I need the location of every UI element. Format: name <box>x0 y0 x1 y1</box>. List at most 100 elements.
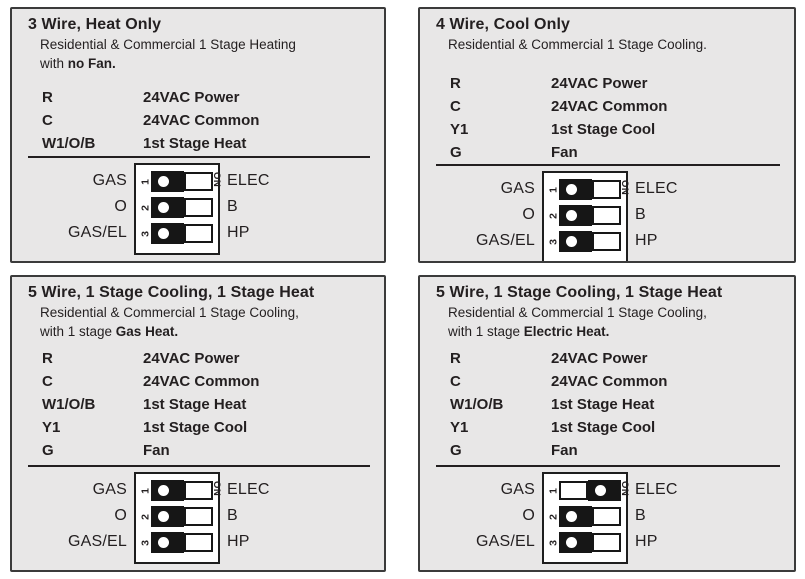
switch-slider <box>559 205 621 226</box>
panel-subtitle: Residential & Commercial 1 Stage Heating… <box>40 35 372 73</box>
switch-number: 1 <box>547 186 560 193</box>
knob-dot <box>158 537 169 548</box>
dip-switch-row-2: 2 <box>140 197 213 218</box>
panel-title: 4 Wire, Cool Only <box>436 16 571 33</box>
switch-slider <box>151 197 213 218</box>
terminal-description: 24VAC Power <box>551 75 648 92</box>
on-label: ON <box>211 481 222 497</box>
on-label: ON <box>619 180 630 196</box>
switch-number: 2 <box>547 212 560 219</box>
switch-knob <box>151 506 184 527</box>
dip-right-label: ELEC <box>635 481 678 498</box>
subtitle-line2: with 1 stage Electric Heat. <box>448 324 610 339</box>
terminal-label: R <box>450 350 461 367</box>
knob-dot <box>566 537 577 548</box>
terminal-label: R <box>42 89 53 106</box>
switch-track <box>592 533 621 552</box>
wiring-config-grid: 3 Wire, Heat Only Residential & Commerci… <box>10 7 796 572</box>
dip-left-label: GAS <box>92 481 127 498</box>
terminal-description: 24VAC Power <box>143 89 240 106</box>
terminal-label: W1/O/B <box>42 396 96 413</box>
panel-subtitle: Residential & Commercial 1 Stage Cooling… <box>40 303 372 341</box>
switch-knob <box>151 223 184 244</box>
dip-switch-row-3: 3 <box>548 231 621 252</box>
dip-switch-row-1: 1 <box>548 179 621 200</box>
terminal-description: 24VAC Common <box>551 98 668 115</box>
switch-number: 1 <box>139 178 152 185</box>
switch-number: 1 <box>139 487 152 494</box>
subtitle-line1: Residential & Commercial 1 Stage Cooling… <box>448 305 707 320</box>
dip-left-label: O <box>114 198 127 215</box>
dip-switch-row-3: 3 <box>548 532 621 553</box>
dip-left-label: O <box>522 507 535 524</box>
knob-dot <box>566 511 577 522</box>
dip-left-label: GAS/EL <box>475 232 535 249</box>
dip-right-label: B <box>227 198 238 215</box>
dip-switch-row-2: 2 <box>548 506 621 527</box>
dip-right-label: HP <box>227 224 250 241</box>
subtitle-line2: with 1 stage Gas Heat. <box>40 324 179 339</box>
terminal-label: G <box>450 144 462 161</box>
switch-slider <box>151 532 213 553</box>
subtitle-bold-text: Gas Heat. <box>115 324 179 339</box>
terminal-row: R 24VAC Power <box>42 86 372 109</box>
dip-left-label: GAS <box>92 172 127 189</box>
divider-line <box>28 156 370 158</box>
divider-line <box>436 465 780 467</box>
dip-right-label: ELEC <box>227 172 270 189</box>
terminal-label: C <box>42 373 53 390</box>
switch-knob <box>559 532 592 553</box>
dip-right-labels: ELEC B HP <box>220 163 270 246</box>
dip-switch-row-3: 3 <box>140 223 213 244</box>
terminal-description: 1st Stage Cool <box>551 419 656 436</box>
terminal-description: 1st Stage Cool <box>551 121 656 138</box>
dip-right-label: HP <box>635 232 658 249</box>
dip-switch-row-3: 3 <box>140 532 213 553</box>
switch-slider <box>559 231 621 252</box>
switch-knob <box>559 506 592 527</box>
panel-subtitle: Residential & Commercial 1 Stage Cooling… <box>448 303 782 341</box>
switch-track <box>184 172 213 191</box>
terminal-label: R <box>42 350 53 367</box>
knob-dot <box>158 485 169 496</box>
switch-number: 3 <box>139 230 152 237</box>
panel-title: 3 Wire, Heat Only <box>28 16 162 33</box>
switch-track <box>184 224 213 243</box>
panel-title: 5 Wire, 1 Stage Cooling, 1 Stage Heat <box>28 284 315 301</box>
dip-right-label: HP <box>635 533 658 550</box>
dip-right-label: ELEC <box>227 481 270 498</box>
wiring-config-panel-3: 5 Wire, 1 Stage Cooling, 1 Stage Heat Re… <box>10 275 386 572</box>
switch-number: 2 <box>139 513 152 520</box>
dip-left-label: GAS/EL <box>67 224 127 241</box>
switch-slider <box>559 179 621 200</box>
switch-slider <box>559 532 621 553</box>
switch-track <box>592 507 621 526</box>
dip-switch-row-2: 2 <box>548 205 621 226</box>
switch-knob <box>588 480 621 501</box>
switch-track <box>592 232 621 251</box>
wiring-config-panel-1: 3 Wire, Heat Only Residential & Commerci… <box>10 7 386 263</box>
terminal-description: Fan <box>551 442 578 459</box>
subtitle-line1: Residential & Commercial 1 Stage Cooling… <box>448 37 707 52</box>
